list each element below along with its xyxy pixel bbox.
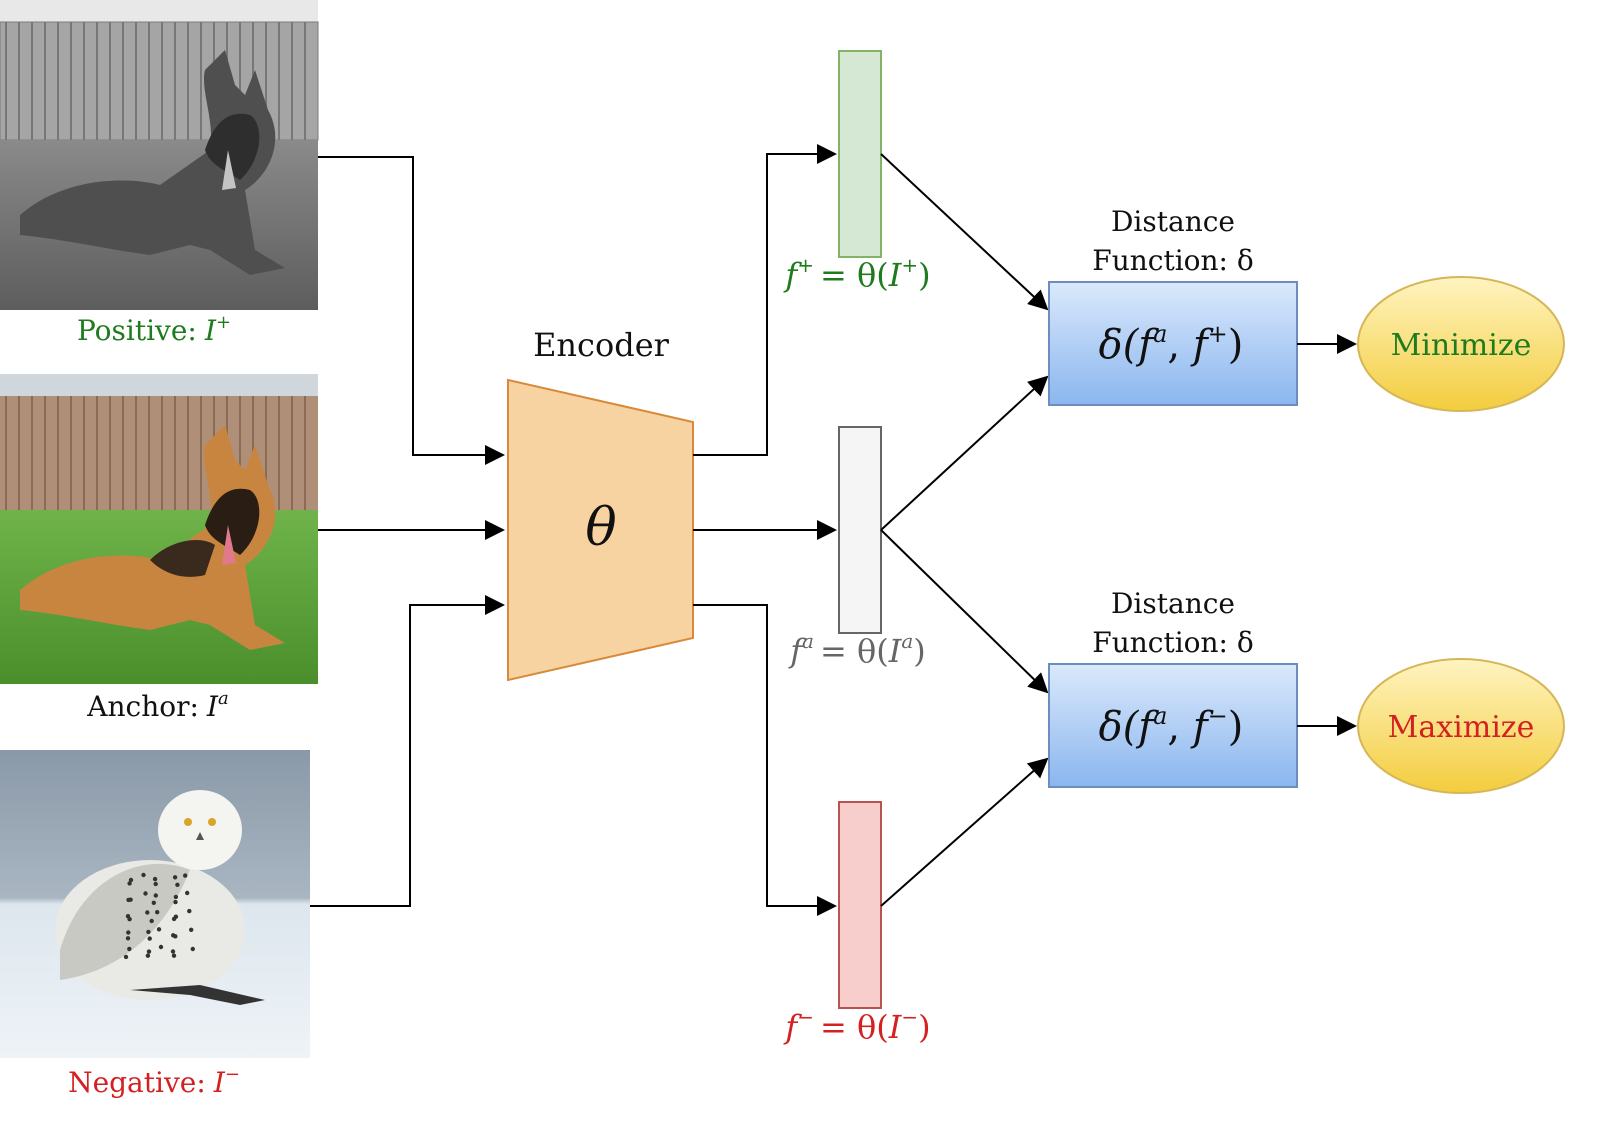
anchor-feature-vector xyxy=(838,426,882,634)
owl-spot xyxy=(185,890,190,896)
negative-image xyxy=(0,750,310,1058)
anchor-to-top-distance xyxy=(880,375,1049,531)
distance-top-title-line2: Function: δ xyxy=(1092,244,1253,277)
owl-spot xyxy=(145,953,151,958)
negative-feature-vector xyxy=(838,801,882,1009)
minimize-ellipse xyxy=(1357,276,1565,412)
owl-spot xyxy=(149,918,154,924)
owl-spot xyxy=(126,930,131,935)
distance-box-negative xyxy=(1048,663,1298,788)
owl-spot xyxy=(146,929,151,935)
encoder-to-feature-connectors xyxy=(693,144,837,916)
outcome-minimize: Minimize xyxy=(1391,328,1532,363)
outcome-maximize: Maximize xyxy=(1388,710,1535,745)
positive-connector xyxy=(318,156,505,465)
owl-silhouette xyxy=(55,790,265,1005)
negative-caption: Negative:I− xyxy=(68,1064,240,1099)
feature-to-distance-connectors xyxy=(880,153,1049,907)
positive-image xyxy=(0,0,319,310)
owl-spot xyxy=(170,949,176,954)
distance-to-outcome-connectors xyxy=(1297,334,1357,736)
distance-bottom-title-line1: Distance xyxy=(1111,587,1235,620)
owl-spot xyxy=(172,875,178,880)
owl-spot xyxy=(125,936,131,941)
encoder-symbol: θ xyxy=(585,498,616,558)
owl-spot xyxy=(152,876,158,882)
owl-spot xyxy=(126,897,131,903)
owl-spot xyxy=(156,927,162,932)
encoder-title: Encoder xyxy=(533,326,670,364)
owl-spot xyxy=(125,914,131,919)
owl-spot xyxy=(127,946,132,952)
dog-silhouette-color xyxy=(20,425,285,650)
positive-caption: Positive:I+ xyxy=(77,312,231,347)
distance-bottom-formula: δ(fa, f−) xyxy=(1099,702,1244,750)
owl-spot xyxy=(189,927,194,932)
distance-top-title-line1: Distance xyxy=(1111,205,1235,238)
positive-feature-vector xyxy=(838,50,882,258)
owl-spot xyxy=(171,916,177,922)
owl-spot xyxy=(141,872,146,878)
distance-box-positive xyxy=(1048,281,1298,406)
anchor-caption: Anchor:Ia xyxy=(86,688,228,723)
negative-feature-label: f−= θ(I−) xyxy=(783,1005,930,1046)
owl-spot xyxy=(158,944,164,950)
owl-spot xyxy=(143,891,148,896)
encoder-to-positive-feature xyxy=(693,144,837,456)
image-to-encoder-connectors xyxy=(310,156,505,907)
owl-spot xyxy=(153,893,158,898)
owl-spot xyxy=(173,894,179,900)
owl-spot xyxy=(183,873,188,878)
owl-spot xyxy=(173,899,178,905)
owl-spot xyxy=(145,910,150,915)
anchor-to-bottom-distance xyxy=(880,529,1049,694)
anchor-image xyxy=(0,374,318,684)
owl-spot xyxy=(153,881,158,887)
negative-connector xyxy=(310,595,505,907)
dog-silhouette xyxy=(20,50,285,275)
owl-spot xyxy=(127,881,132,886)
owl-spot xyxy=(155,910,160,915)
anchor-feature-label: fa= θ(Ia) xyxy=(788,629,926,670)
negative-to-bottom-distance xyxy=(880,757,1049,907)
distance-bottom-title-line2: Function: δ xyxy=(1092,626,1253,659)
positive-to-top-distance xyxy=(880,153,1049,311)
owl-spot xyxy=(175,882,180,887)
owl-spot xyxy=(187,908,192,914)
owl-spot xyxy=(151,900,156,905)
owl-spot xyxy=(123,954,129,960)
owl-spot xyxy=(171,933,176,938)
encoder-trapezoid xyxy=(507,378,694,682)
owl-spot xyxy=(190,946,195,952)
encoder-to-negative-feature xyxy=(693,604,837,916)
owl-spot xyxy=(128,877,134,883)
maximize-ellipse xyxy=(1357,658,1565,794)
owl-spot xyxy=(147,936,152,941)
positive-feature-label: f+= θ(I+) xyxy=(783,253,930,294)
owl-spot xyxy=(146,949,152,954)
owl-spot xyxy=(171,953,177,958)
